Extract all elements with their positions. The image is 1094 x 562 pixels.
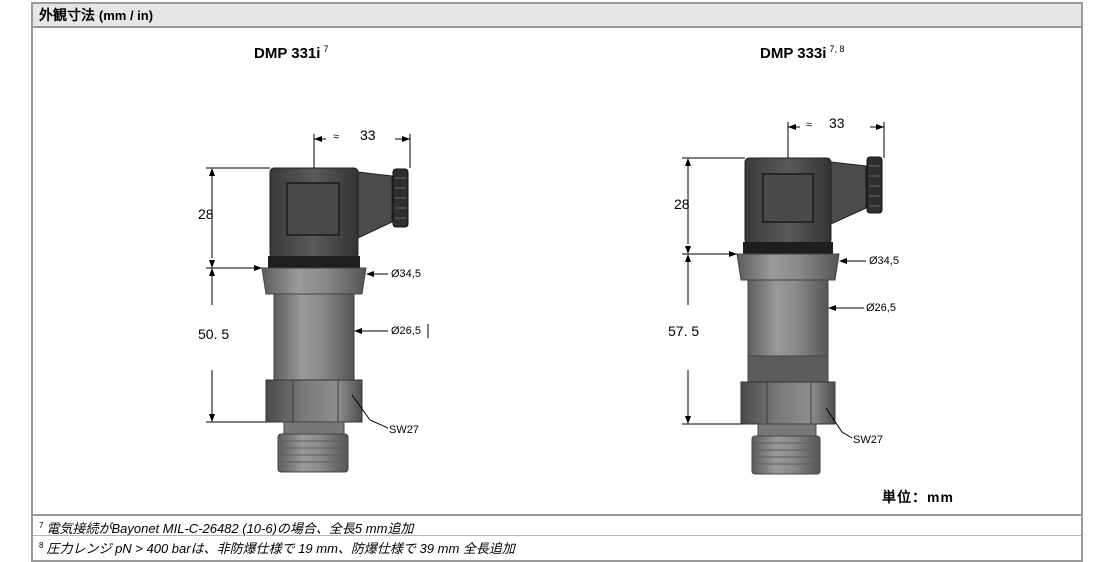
unit-label: 単位：mm	[882, 489, 954, 505]
dim-width-331: 33	[360, 127, 376, 143]
dim-dia-top-331: Ø34,5	[391, 268, 421, 280]
section-title: 外観寸法	[39, 7, 95, 23]
sensor-drawing-dmp333i	[682, 122, 885, 475]
product-note-ref: 7	[323, 44, 329, 54]
footnote-text: 電気接続がBayonet MIL-C-26482 (10-6)の場合、全長5 m…	[46, 521, 414, 536]
dim-dia-body-331: Ø26,5	[391, 325, 421, 337]
product-name: DMP 333i	[760, 45, 827, 62]
dim-wrench-331: SW27	[389, 424, 419, 436]
approx-symbol: ≈	[333, 131, 340, 143]
sensor-drawing-dmp331i	[206, 134, 429, 473]
approx-symbol: ≈	[806, 119, 813, 131]
section-unit: (mm / in)	[98, 8, 154, 23]
section-header: 外観寸法 (mm / in)	[33, 4, 1081, 28]
dim-dia-body-333: Ø26,5	[866, 302, 896, 314]
footnote-ref: 7	[39, 521, 44, 530]
dim-connector-height-333: 28	[674, 196, 690, 212]
dim-connector-height-331: 28	[198, 206, 214, 222]
dim-width-333: 33	[829, 115, 845, 131]
dim-body-length-333: 57. 5	[668, 323, 700, 339]
dim-body-length-331: 50. 5	[198, 326, 230, 342]
dim-dia-top-333: Ø34,5	[869, 255, 899, 267]
product-note-ref: 7, 8	[829, 44, 845, 54]
footnote-divider	[33, 535, 1081, 536]
product-name: DMP 331i	[254, 45, 321, 62]
dim-wrench-333: SW27	[853, 434, 883, 446]
footnote-text: 圧力レンジ pN > 400 barは、非防爆仕様で 19 mm、防爆仕様で 3…	[46, 541, 515, 556]
footnote-ref: 8	[39, 541, 44, 550]
